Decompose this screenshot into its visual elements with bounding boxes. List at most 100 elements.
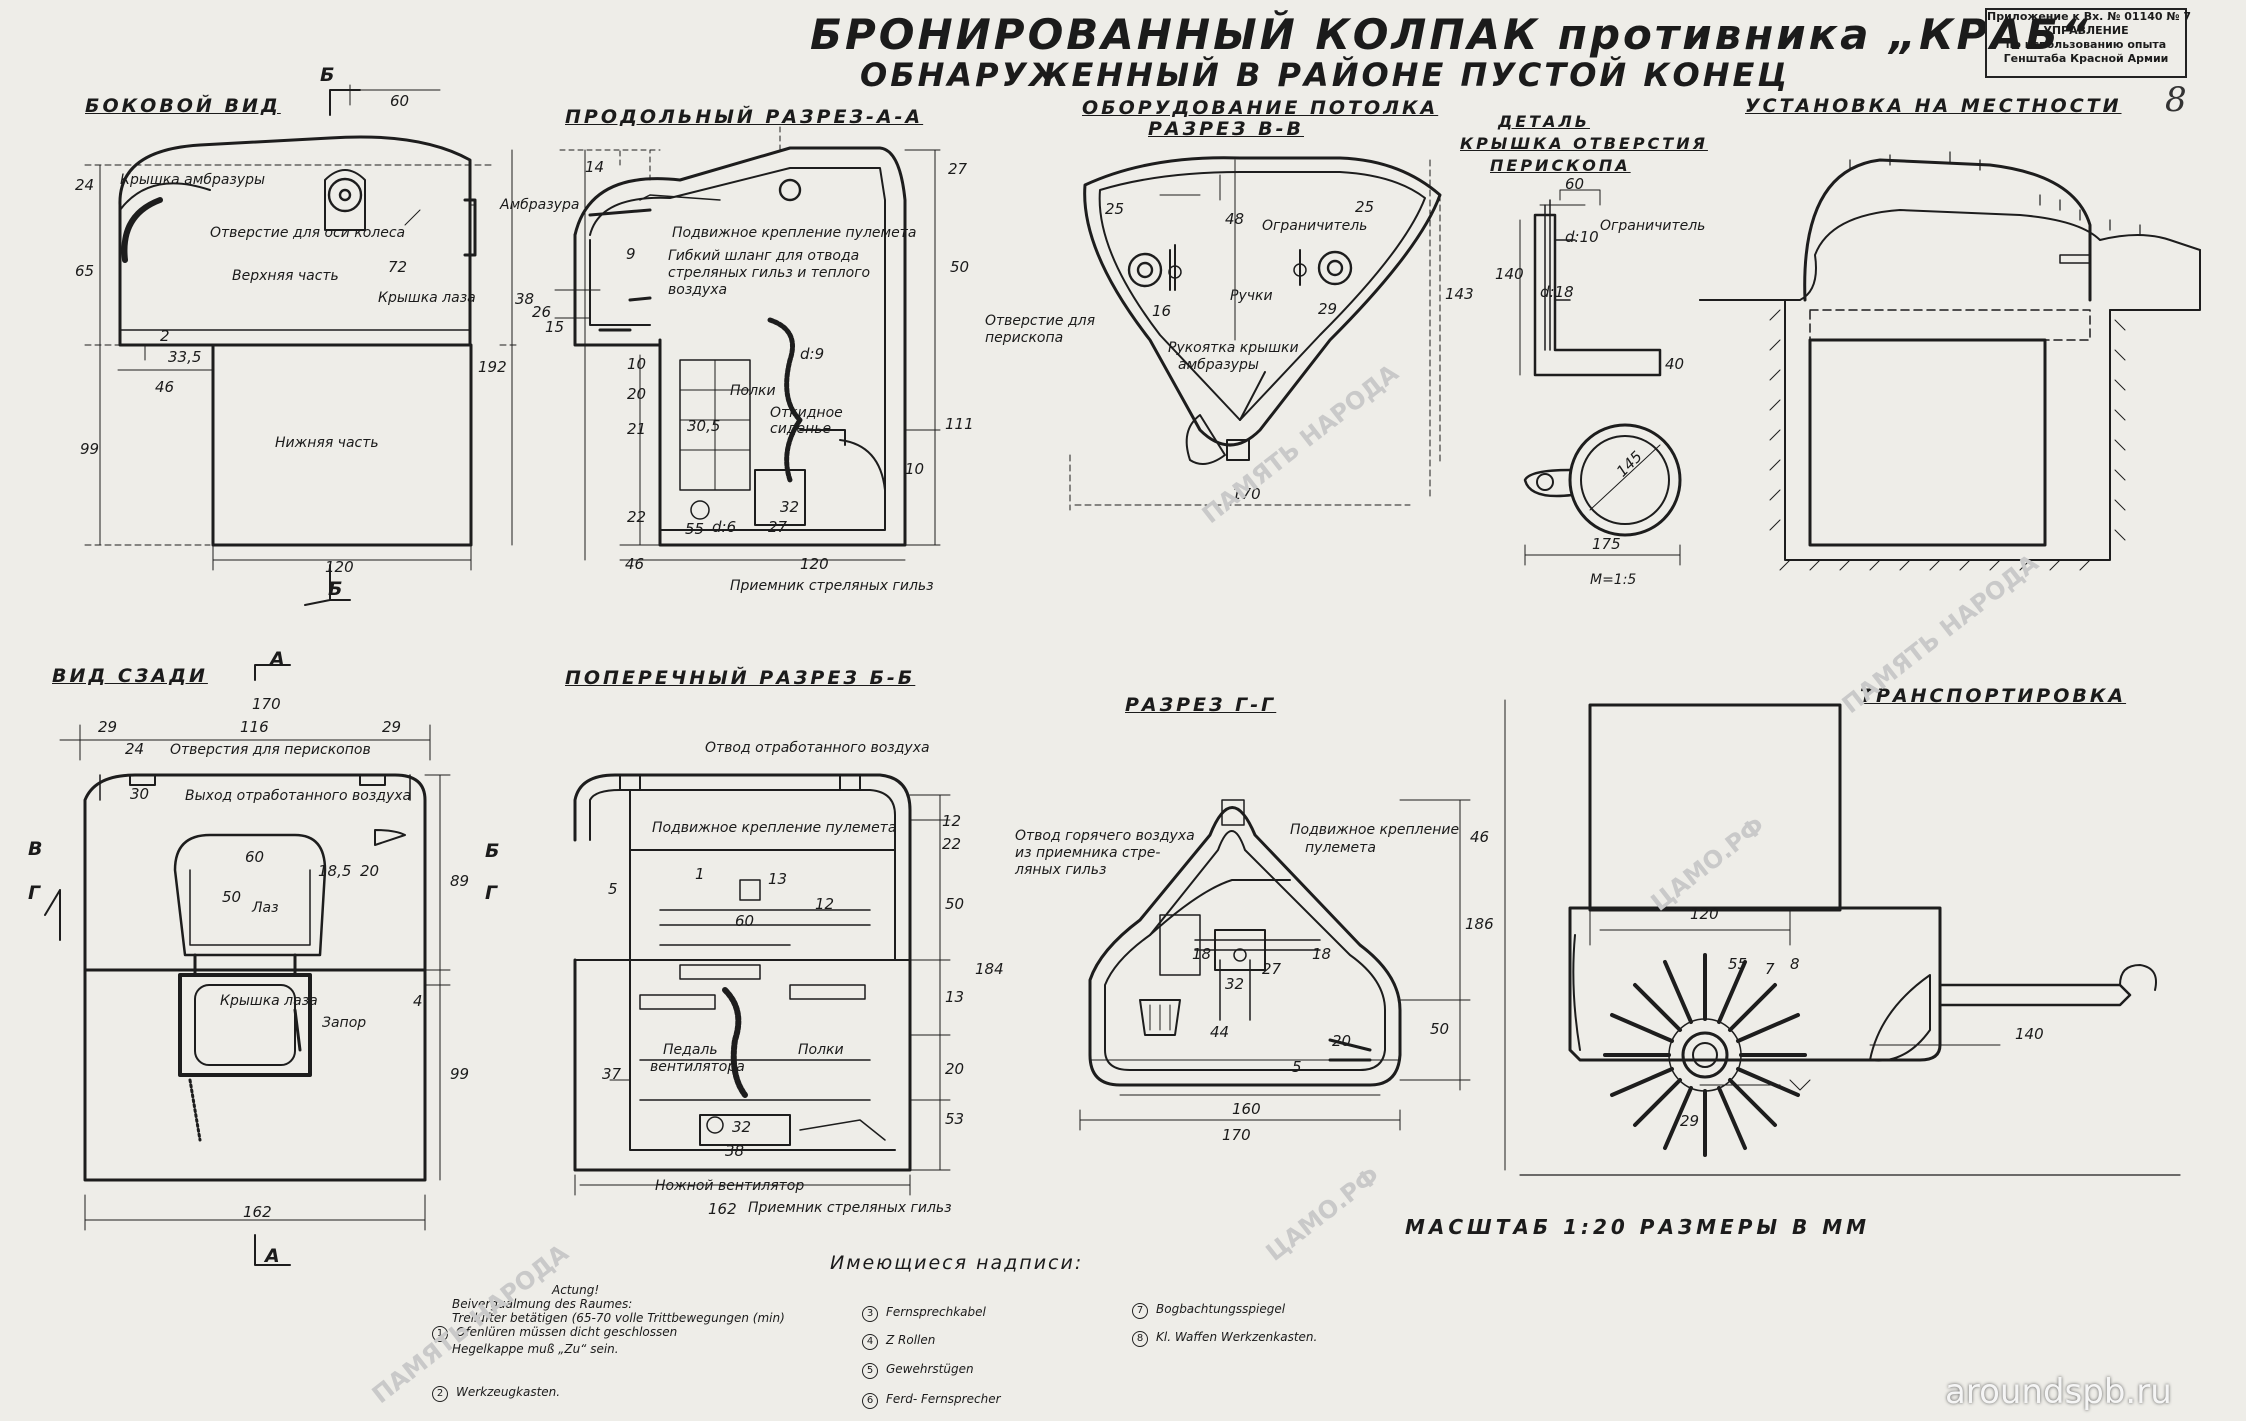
dim-8-transport: 8 [1790, 955, 1800, 973]
label-foot-fan: Ножной вентилятор [655, 1178, 805, 1194]
dim-12-bb: 12 [942, 812, 962, 830]
label-periscope-hole-2: перископа [985, 330, 1064, 346]
installation-drawing [1699, 151, 2201, 571]
cut-b-right: Б [485, 840, 503, 862]
dim-170-rear: 170 [252, 695, 281, 713]
dim-46-aa: 46 [625, 555, 645, 573]
dim-d6: d:6 [712, 518, 737, 536]
site-watermark: aroundspb.ru [1945, 1372, 2172, 1412]
dim-170-gg: 170 [1222, 1126, 1251, 1144]
periscope-detail-drawing [1519, 189, 1682, 566]
label-handles: Ручки [1230, 288, 1273, 304]
dim-d29: 29 [1318, 300, 1338, 318]
dim-1-bb: 1 [695, 865, 705, 883]
label-receiver-casings-aa: Приемник стреляных гильз [730, 578, 934, 594]
dim-29-rear-left: 29 [98, 718, 118, 736]
stamp-line2: УПРАВЛЕНИЕ [2043, 24, 2129, 37]
dim-50-gg: 50 [1430, 1020, 1450, 1038]
dim-89: 89 [450, 872, 470, 890]
cut-b-bottom: Б [328, 578, 346, 600]
drawing-title-line2: ОБНАРУЖЕННЫЙ В РАЙОНЕ ПУСТОЙ КОНЕЦ [860, 56, 1791, 94]
dim-2-side: 2 [160, 327, 170, 345]
dim-18-gg-right: 18 [1312, 945, 1332, 963]
dim-9: 9 [626, 245, 636, 263]
inscription-1-line-2: Beivergualmung des Raumes: [452, 1297, 633, 1311]
dim-24-rear: 24 [125, 740, 145, 758]
dim-175: 175 [1592, 535, 1621, 553]
label-lower-part: Нижняя часть [275, 435, 379, 451]
view-title-section-bb: ПОПЕРЕЧНЫЙ РАЗРЕЗ Б-Б [565, 667, 916, 689]
dim-99-side: 99 [80, 440, 100, 458]
dim-99-rear: 99 [450, 1065, 470, 1083]
label-bolt: Запор [322, 1015, 367, 1031]
dim-22-bb: 22 [942, 835, 962, 853]
dim-186: 186 [1465, 915, 1494, 933]
dim-20-gg: 20 [1332, 1032, 1352, 1050]
view-title-install: УСТАНОВКА НА МЕСТНОСТИ [1745, 95, 2122, 117]
dim-10-aa: 10 [627, 355, 647, 373]
dim-24-side: 24 [75, 176, 95, 194]
view-title-ceiling-1: ОБОРУДОВАНИЕ ПОТОЛКА [1082, 97, 1439, 119]
stamp-line1: Приложение к Вх. № 01140 № 7 [1987, 10, 2192, 23]
dim-55-aa: 55 [685, 520, 705, 538]
dim-46-side: 46 [155, 378, 175, 396]
view-title-ceiling-2: РАЗРЕЗ В-В [1148, 118, 1304, 140]
dim-60-detail: 60 [1565, 175, 1585, 193]
dim-60-rear: 60 [245, 848, 265, 866]
dim-37: 37 [602, 1065, 622, 1083]
label-air-exhaust: Выход отработанного воздуха [185, 788, 412, 804]
ceiling-section-drawing [1069, 156, 1442, 511]
dim-170-bb: 170 [1232, 485, 1261, 503]
dim-12-bb-inner: 12 [815, 895, 835, 913]
stamp-line4: Генштаба Красной Армии [2003, 52, 2169, 65]
dim-29-rear-right: 29 [382, 718, 402, 736]
label-limiter-bb: Ограничитель [1262, 218, 1368, 234]
dim-26: 26 [532, 303, 552, 321]
label-receiver-casings-bb: Приемник стреляных гильз [748, 1200, 952, 1216]
dim-38: 38 [515, 290, 535, 308]
view-title-side: БОКОВОЙ ВИД [85, 95, 281, 117]
dim-d10: d:10 [1565, 228, 1599, 246]
label-periscope-hole-1: Отверстие для [985, 313, 1095, 329]
label-m-scale: М=1:5 [1590, 572, 1637, 588]
label-wheel-axle-hole: Отверстие для оси колеса [210, 225, 406, 241]
dim-d18: d:18 [1540, 283, 1574, 301]
section-bb-drawing [573, 773, 951, 1196]
dim-72-side: 72 [388, 258, 408, 276]
dim-162-bb: 162 [708, 1200, 737, 1218]
dim-29-transport: 29 [1680, 1112, 1700, 1130]
label-vent-pedal-2: вентилятора [650, 1059, 745, 1075]
dim-20-rear: 20 [360, 862, 380, 880]
dim-60-side: 60 [390, 92, 410, 110]
section-aa-drawing [554, 124, 941, 561]
label-upper-part: Верхняя часть [232, 268, 339, 284]
dim-7-transport: 7 [1765, 960, 1775, 978]
dim-27-aa: 27 [768, 518, 788, 536]
dim-184: 184 [975, 960, 1004, 978]
dim-32-gg: 32 [1225, 975, 1245, 993]
inscription-1-line-1: Actung! [552, 1283, 600, 1297]
dim-21-aa: 21 [627, 420, 647, 438]
dim-25-left: 25 [1105, 200, 1125, 218]
dim-162-rear: 162 [243, 1203, 272, 1221]
dim-20-bb: 20 [945, 1060, 965, 1078]
label-mg-mount-gg-1: Подвижное крепление [1290, 822, 1460, 838]
view-title-transport: ТРАНСПОРТИРОВКА [1860, 685, 2127, 707]
dim-116: 116 [240, 718, 269, 736]
dim-14: 14 [585, 158, 605, 176]
cut-b-top: Б [320, 64, 338, 86]
dim-22-aa: 22 [627, 508, 647, 526]
dim-13-bb: 13 [945, 988, 965, 1006]
dim-13-bb-inner: 13 [768, 870, 788, 888]
dim-120-side: 120 [325, 558, 354, 576]
cut-v-left: В [28, 838, 46, 860]
dim-40: 40 [1665, 355, 1685, 373]
dim-46-gg: 46 [1470, 828, 1490, 846]
label-hatch-cover-side: Крышка лаза [378, 290, 476, 306]
